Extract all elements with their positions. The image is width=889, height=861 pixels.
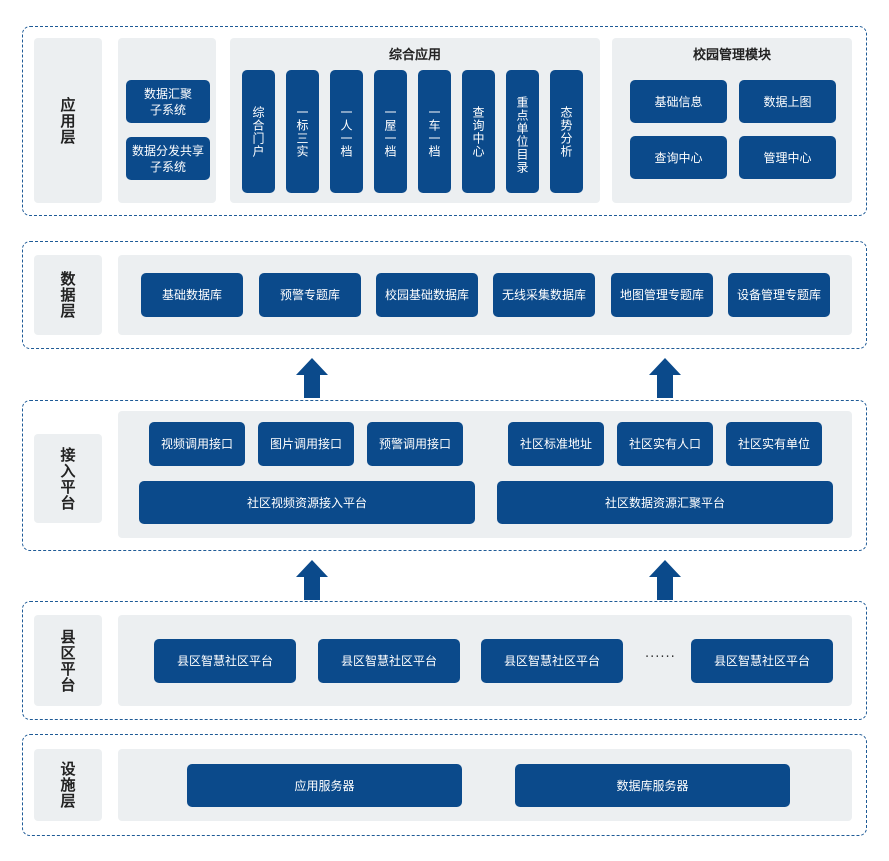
comprehensive-item-label: 重点单位目录	[515, 96, 529, 174]
one-vehicle-one-file[interactable]: 一车一档	[418, 70, 451, 193]
facility-layer	[22, 734, 867, 836]
one-standard-three-real[interactable]: 一标三实	[286, 70, 319, 193]
arrow-up-icon	[296, 560, 328, 600]
video-access-platform[interactable]: 社区视频资源接入平台	[139, 481, 475, 524]
data-aggregation-platform[interactable]: 社区数据资源汇聚平台	[497, 481, 833, 524]
data-layer-label-box: 数据层	[34, 255, 102, 335]
key-unit-directory[interactable]: 重点单位目录	[506, 70, 539, 193]
device-management-db[interactable]: 设备管理专题库	[728, 273, 830, 317]
county-platform-1[interactable]: 县区智慧社区平台	[154, 639, 296, 683]
database-server[interactable]: 数据库服务器	[515, 764, 790, 807]
map-management-db[interactable]: 地图管理专题库	[611, 273, 713, 317]
campus-basic-db[interactable]: 校园基础数据库	[376, 273, 478, 317]
county-platform-4[interactable]: 县区智慧社区平台	[691, 639, 833, 683]
comprehensive-item-label: 一屋一档	[383, 106, 397, 158]
basic-database[interactable]: 基础数据库	[141, 273, 243, 317]
comprehensive-portal[interactable]: 综合门户	[242, 70, 275, 193]
one-person-one-file[interactable]: 一人一档	[330, 70, 363, 193]
situation-analysis[interactable]: 态势分析	[550, 70, 583, 193]
application-server[interactable]: 应用服务器	[187, 764, 462, 807]
county-platform-2[interactable]: 县区智慧社区平台	[318, 639, 460, 683]
video-call-interface[interactable]: 视频调用接口	[149, 422, 245, 466]
query-center[interactable]: 查询中心	[462, 70, 495, 193]
application-layer-label-box: 应用层	[34, 38, 102, 203]
arrow-up-icon	[296, 358, 328, 398]
comprehensive-item-label: 一车一档	[427, 106, 441, 158]
wireless-collection-db[interactable]: 无线采集数据库	[493, 273, 595, 317]
county-layer-label: 县区平台	[58, 628, 77, 693]
community-standard-address[interactable]: 社区标准地址	[508, 422, 604, 466]
access-layer-label: 接入平台	[58, 446, 77, 511]
access-layer-label-box: 接入平台	[34, 434, 102, 523]
campus-management-center[interactable]: 管理中心	[739, 136, 836, 179]
data-layer	[22, 241, 867, 349]
data-distribution-subsystem[interactable]: 数据分发共享 子系统	[126, 137, 210, 180]
facility-layer-label: 设施层	[58, 761, 77, 809]
community-actual-population[interactable]: 社区实有人口	[617, 422, 713, 466]
county-layer	[22, 601, 867, 720]
arrow-up-icon	[649, 358, 681, 398]
comprehensive-item-label: 一人一档	[339, 106, 353, 158]
application-layer-label: 应用层	[58, 96, 77, 145]
access-layer	[22, 400, 867, 551]
comprehensive-item-label: 一标三实	[295, 106, 309, 158]
campus-data-mapping[interactable]: 数据上图	[739, 80, 836, 123]
warning-topic-db[interactable]: 预警专题库	[259, 273, 361, 317]
campus-query-center[interactable]: 查询中心	[630, 136, 727, 179]
comprehensive-item-label: 态势分析	[559, 106, 573, 158]
facility-layer-label-box: 设施层	[34, 749, 102, 821]
comprehensive-app-title: 综合应用	[388, 48, 441, 63]
county-layer-label-box: 县区平台	[34, 615, 102, 706]
comprehensive-item-label: 查询中心	[471, 106, 485, 158]
campus-basic-info[interactable]: 基础信息	[630, 80, 727, 123]
county-platform-3[interactable]: 县区智慧社区平台	[481, 639, 623, 683]
arrow-up-icon	[649, 560, 681, 600]
comprehensive-item-label: 综合门户	[251, 106, 265, 158]
data-layer-label: 数据层	[58, 271, 77, 319]
community-actual-units[interactable]: 社区实有单位	[726, 422, 822, 466]
data-aggregation-subsystem[interactable]: 数据汇聚 子系统	[126, 80, 210, 123]
image-call-interface[interactable]: 图片调用接口	[258, 422, 354, 466]
campus-module-title: 校园管理模块	[692, 48, 771, 63]
warning-call-interface[interactable]: 预警调用接口	[367, 422, 463, 466]
one-house-one-file[interactable]: 一屋一档	[374, 70, 407, 193]
application-layer	[22, 26, 867, 216]
ellipsis: ······	[645, 650, 676, 665]
